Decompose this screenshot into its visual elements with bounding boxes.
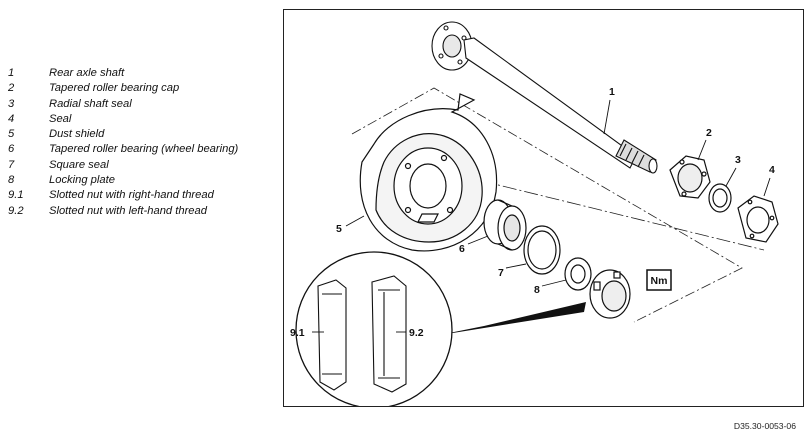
locking-plate	[564, 257, 592, 291]
legend-number: 6	[8, 143, 15, 156]
legend-item: 9.1 Slotted nut with right-hand thread	[8, 188, 278, 203]
legend-label: Square seal	[49, 158, 109, 171]
bearing-cap	[669, 155, 711, 199]
legend-label: Locking plate	[49, 174, 115, 187]
legend-label: Tapered roller bearing cap	[49, 82, 180, 95]
legend-item: 7 Square seal	[8, 158, 278, 173]
legend-number: 9.1	[8, 189, 24, 202]
seal-gasket	[737, 195, 779, 243]
legend-list: 1 Rear axle shaft 2 Tapered roller beari…	[8, 66, 278, 219]
dust-shield	[359, 93, 498, 252]
legend-label: Tapered roller bearing (wheel bearing)	[49, 143, 239, 156]
legend-number: 9.2	[8, 204, 24, 217]
legend-item: 9.2 Slotted nut with left-hand thread	[8, 204, 278, 219]
callout-4: 4	[769, 164, 775, 176]
legend-item: 8 Locking plate	[8, 173, 278, 188]
slotted-nut	[589, 269, 631, 319]
legend-item: 1 Rear axle shaft	[8, 66, 278, 81]
legend-label: Slotted nut with right-hand thread	[49, 189, 214, 202]
legend-number: 1	[8, 67, 15, 79]
callout-8: 8	[534, 284, 540, 296]
legend-number: 3	[8, 97, 15, 110]
torque-symbol-box	[646, 269, 672, 291]
legend-label: Slotted nut with left-hand thread	[49, 204, 207, 217]
tapered-roller-bearing	[483, 199, 527, 251]
legend-label: Seal	[49, 112, 72, 125]
callout-2: 2	[706, 127, 712, 139]
legend-item: 6 Tapered roller bearing (wheel bearing)	[8, 142, 278, 157]
leader-lines	[312, 99, 771, 333]
legend-number: 5	[8, 128, 15, 141]
legend-label: Rear axle shaft	[49, 67, 125, 79]
legend-label: Dust shield	[49, 128, 105, 141]
centerline	[395, 159, 765, 251]
legend-number: 2	[8, 82, 15, 95]
detail-inset	[295, 251, 586, 406]
rear-axle-shaft	[431, 21, 658, 174]
legend-item: 3 Radial shaft seal	[8, 97, 278, 112]
legend-number: 8	[8, 174, 15, 187]
callout-5: 5	[336, 223, 342, 235]
square-seal	[523, 225, 561, 275]
callout-9-1: 9.1	[290, 327, 305, 339]
reference-code: D35.30-0053-06	[733, 421, 796, 431]
legend-item: 5 Dust shield	[8, 127, 278, 142]
exploded-view-drawing: Nm 1 2	[290, 21, 779, 406]
exploded-view-frame: Nm 1 2	[283, 9, 804, 407]
callout-9-2: 9.2	[409, 327, 424, 339]
legend-item: 2 Tapered roller bearing cap	[8, 81, 278, 96]
callout-3: 3	[735, 154, 741, 166]
torque-symbol: Nm	[651, 275, 668, 287]
legend-number: 4	[8, 112, 15, 125]
radial-shaft-seal	[708, 183, 732, 213]
callout-6: 6	[459, 243, 465, 255]
legend-label: Radial shaft seal	[49, 97, 132, 110]
assembly-bracket	[351, 87, 743, 323]
legend-number: 7	[8, 158, 15, 171]
legend-item: 4 Seal	[8, 112, 278, 127]
callout-7: 7	[498, 267, 504, 279]
callout-1: 1	[609, 86, 615, 98]
